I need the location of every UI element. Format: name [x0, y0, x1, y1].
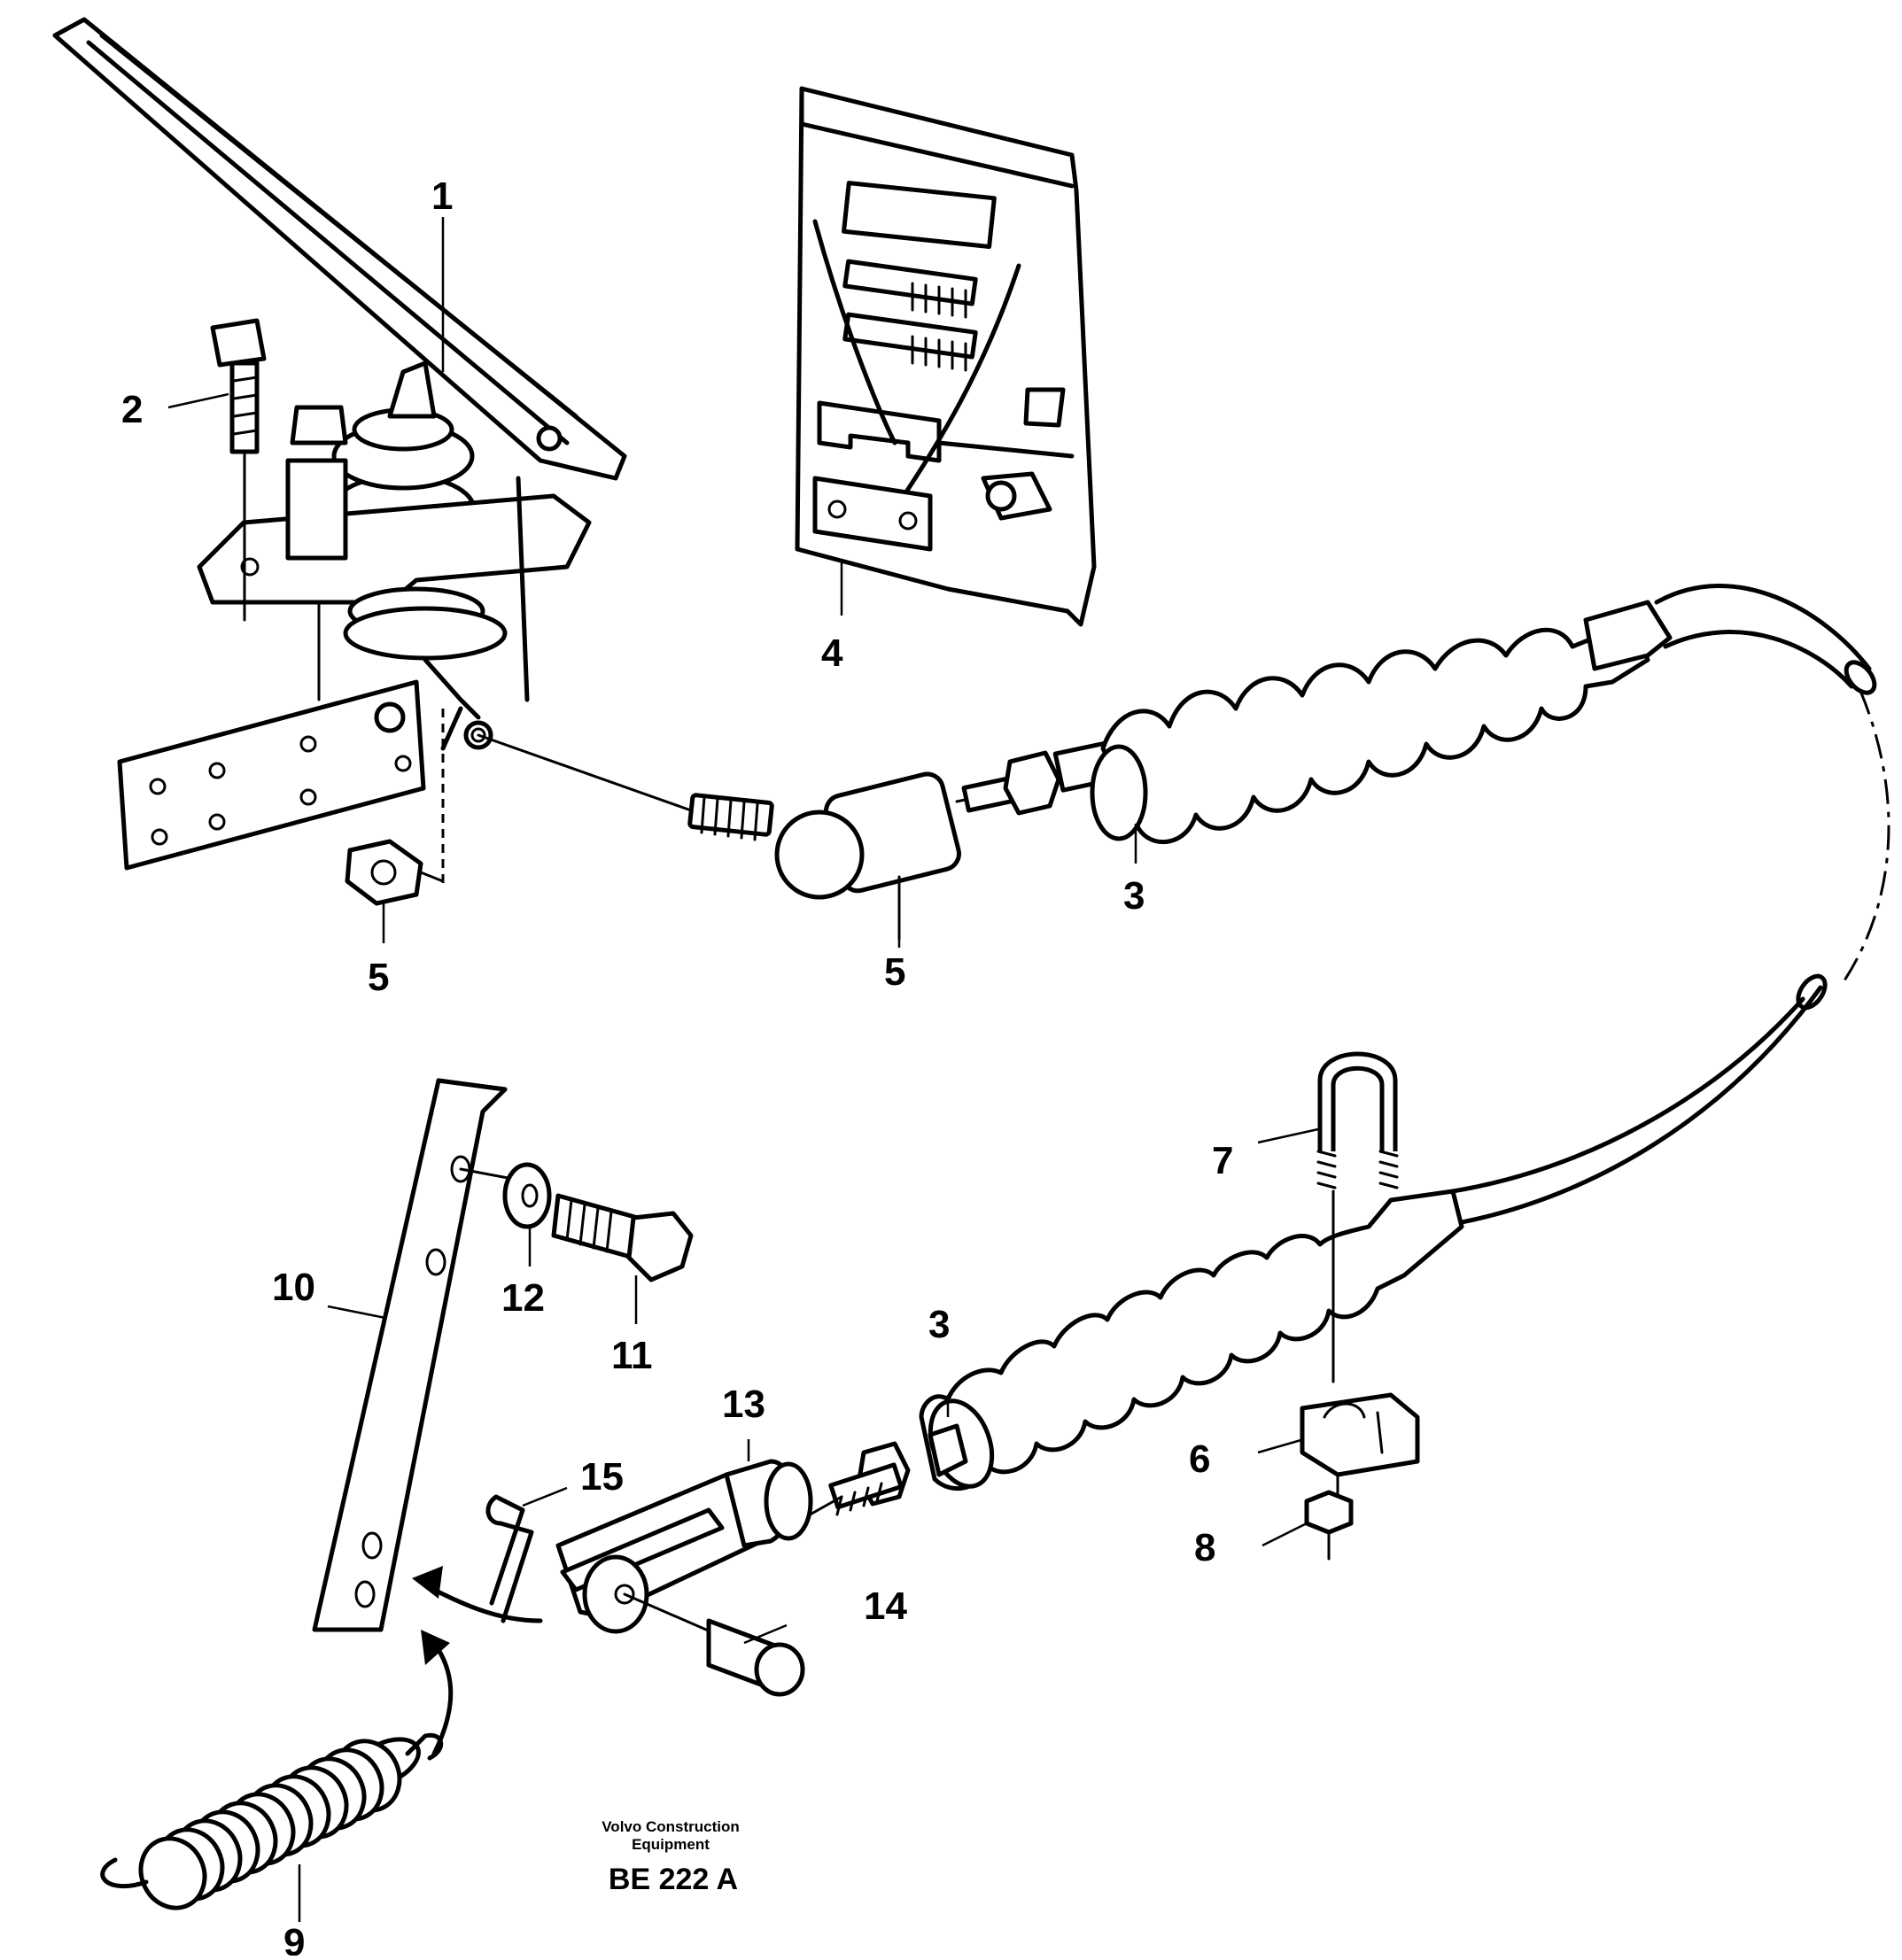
drawing-credit: Volvo Construction Equipment BE 222 A	[602, 1818, 740, 1896]
clevis-spring-group	[100, 1459, 813, 1910]
drawing-number: BE 222 A	[609, 1863, 738, 1896]
parts-kit-bag	[795, 86, 1097, 627]
callout-labels: 1 2 3 3 4 5 5 6 7 8 9 10 11 12 13 14 15	[121, 174, 1233, 1960]
callout-10: 10	[272, 1266, 315, 1309]
callout-3-lower: 3	[928, 1303, 950, 1346]
callout-1: 1	[431, 174, 453, 218]
callout-13: 13	[722, 1383, 765, 1426]
callout-11: 11	[611, 1334, 653, 1377]
throttle-cable	[769, 584, 1890, 1538]
callout-2: 2	[121, 388, 143, 431]
u-bolt-clamp-group	[1300, 1051, 1420, 1561]
callout-7: 7	[1212, 1139, 1233, 1182]
callout-9: 9	[283, 1921, 305, 1956]
callout-14: 14	[864, 1584, 907, 1628]
callout-5-left: 5	[368, 956, 389, 999]
callout-8: 8	[1194, 1526, 1215, 1569]
credit-line-2: Equipment	[632, 1836, 710, 1853]
ball-joint	[477, 733, 961, 941]
lever-arm-group	[312, 1078, 694, 1632]
callout-3-upper: 3	[1123, 874, 1145, 918]
credit-line-1: Volvo Construction	[602, 1818, 740, 1835]
callout-15: 15	[580, 1455, 624, 1499]
accelerator-pedal-assembly	[52, 17, 627, 906]
callout-12: 12	[501, 1276, 545, 1320]
callout-5-center: 5	[884, 950, 905, 994]
callout-6: 6	[1189, 1437, 1210, 1481]
callout-4: 4	[821, 631, 843, 675]
callout-leaders	[167, 217, 1319, 1922]
tension-spring	[100, 1732, 443, 1910]
